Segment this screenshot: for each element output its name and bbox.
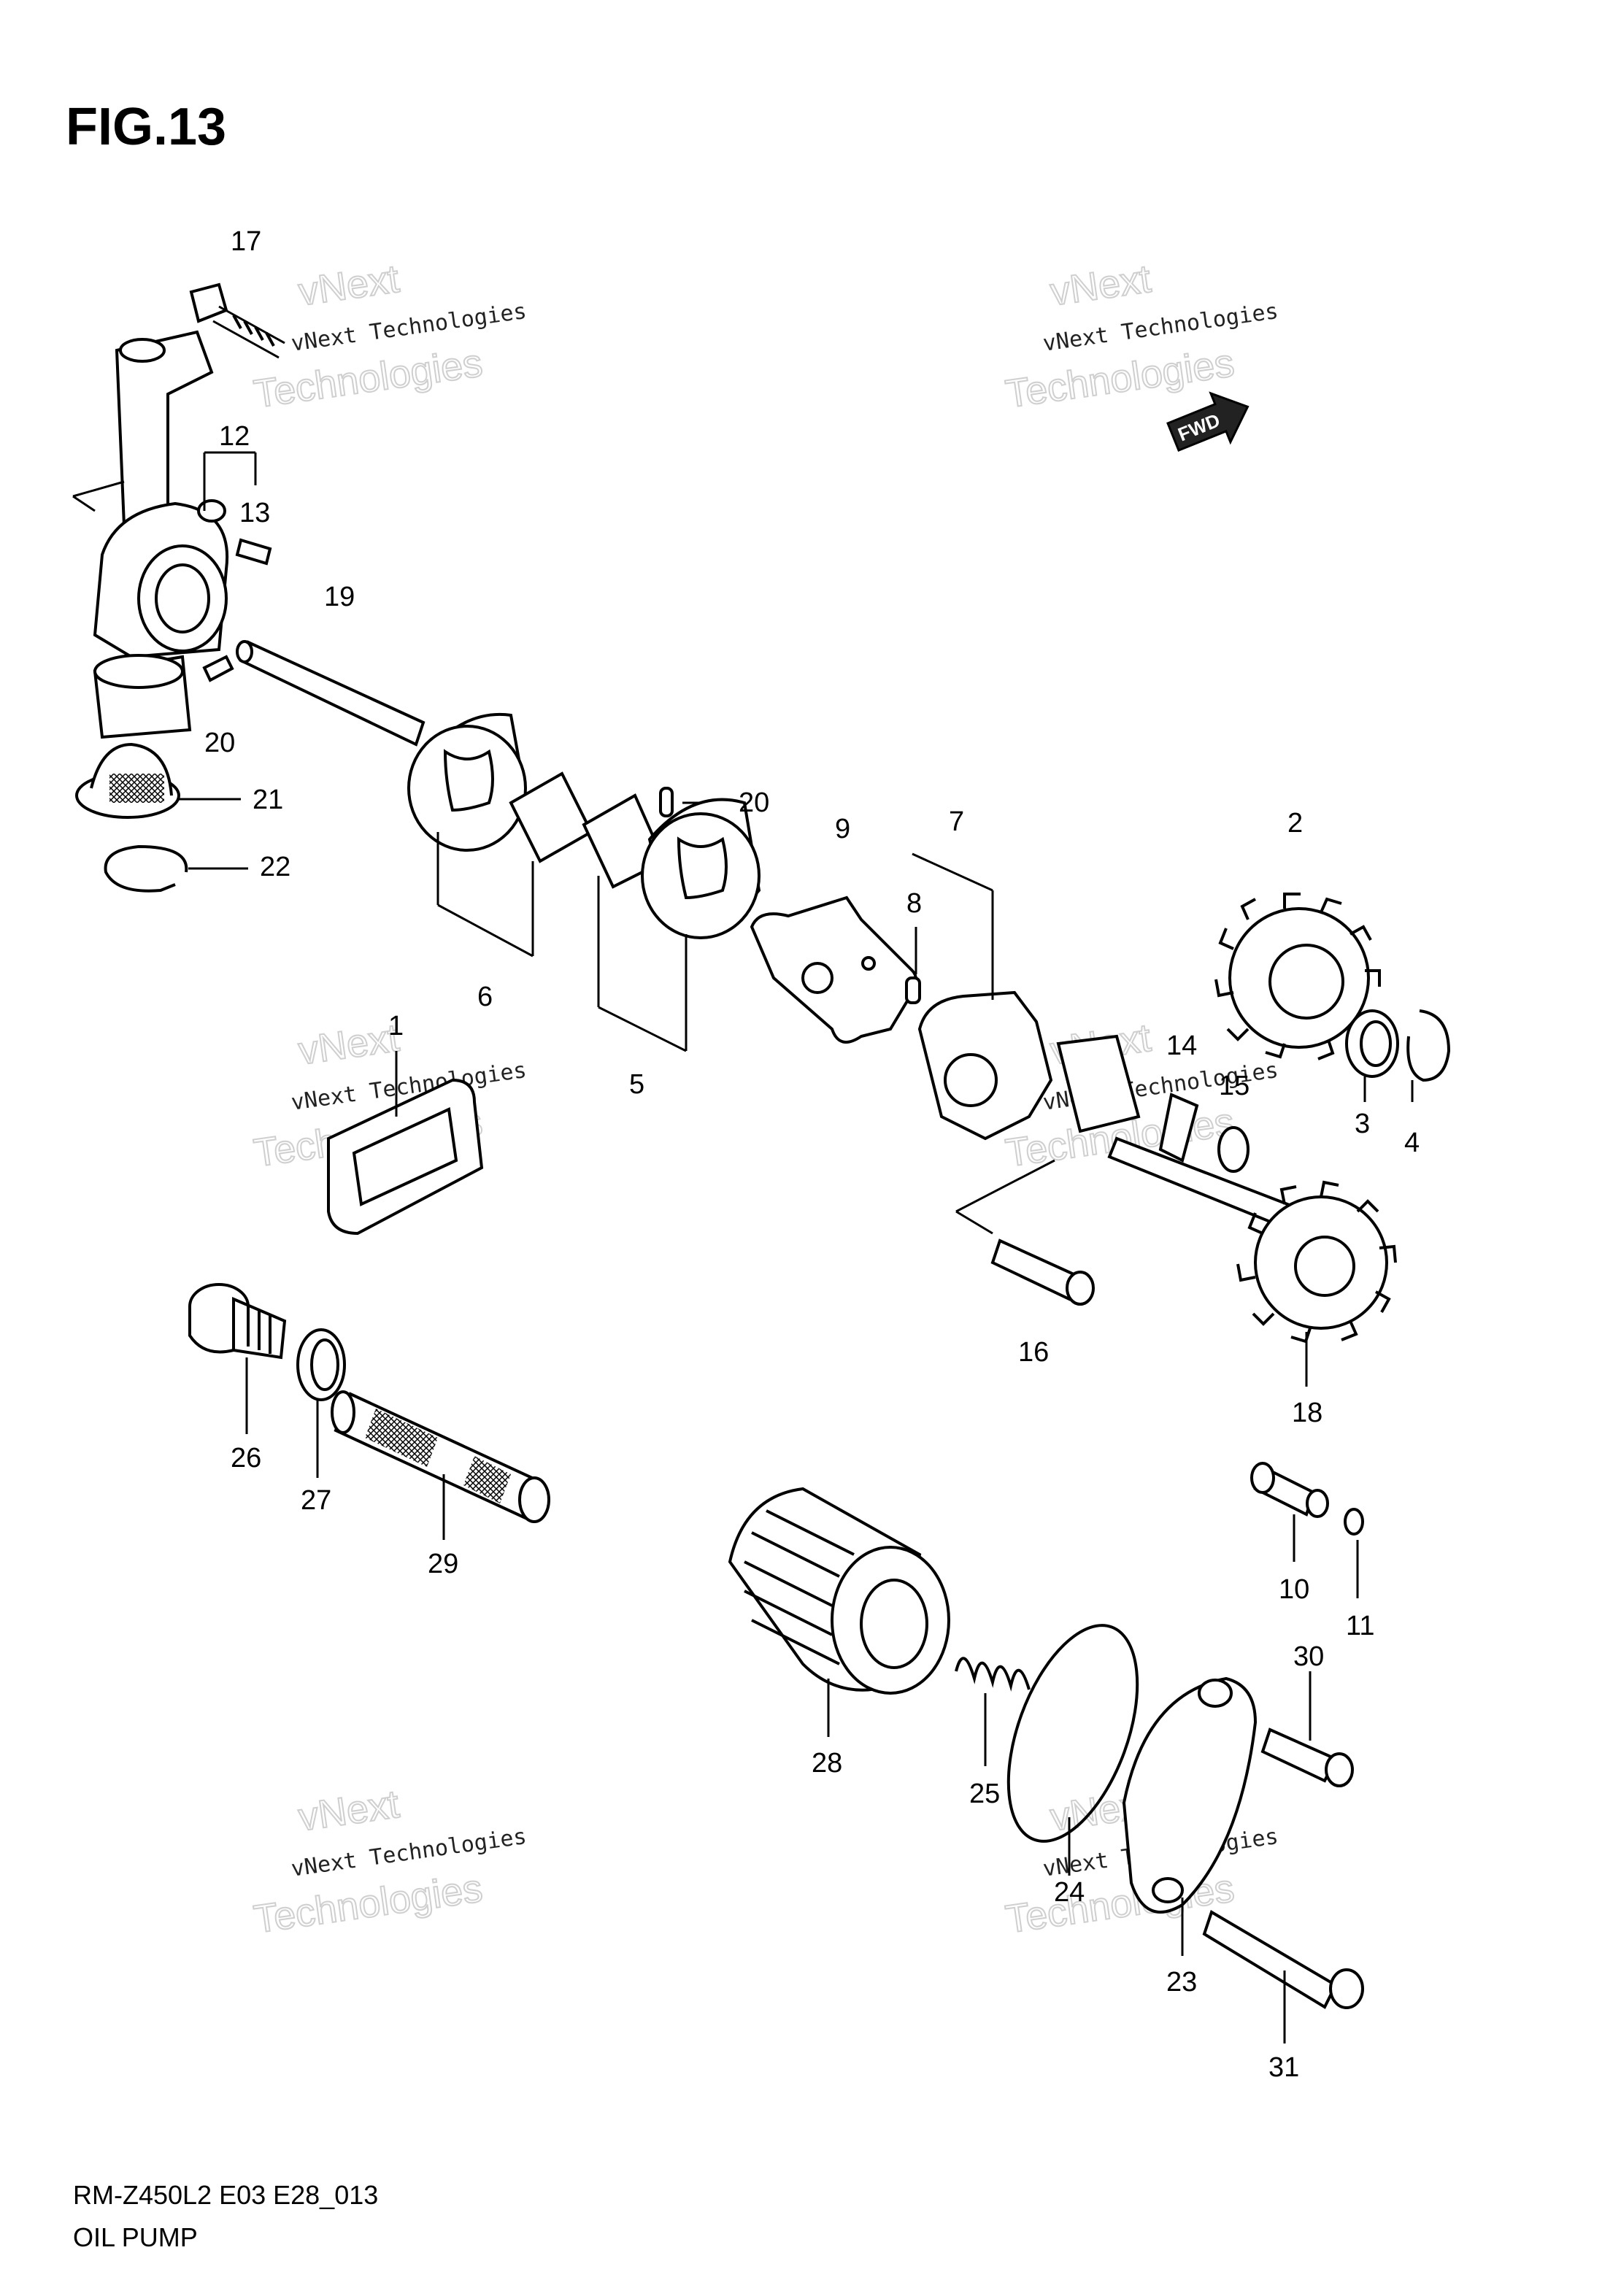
filter-cover-23 — [1122, 1676, 1258, 1956]
part-label[interactable]: 15 — [1219, 1071, 1250, 1101]
part-label[interactable]: 22 — [260, 852, 290, 882]
part-label[interactable]: 18 — [1292, 1398, 1322, 1428]
part-label[interactable]: 7 — [949, 806, 964, 837]
bolt-17 — [189, 282, 285, 359]
fwd-arrow-icon: FWD — [1166, 391, 1250, 452]
circlip-22 — [104, 844, 248, 893]
watermark: vNext vNext Technologies Technologies — [1002, 256, 1279, 417]
part-label[interactable]: 4 — [1404, 1128, 1420, 1158]
strainer-cap-21 — [75, 742, 241, 819]
svg-text:vNext: vNext — [296, 257, 401, 315]
part-label[interactable]: 9 — [835, 814, 850, 844]
part-label[interactable]: 14 — [1166, 1030, 1197, 1061]
part-label[interactable]: 10 — [1279, 1574, 1309, 1605]
part-label[interactable]: 25 — [969, 1779, 1000, 1809]
part-label[interactable]: 20 — [204, 728, 235, 758]
bolt-31 — [1202, 1910, 1364, 2043]
part-label[interactable]: 23 — [1166, 1967, 1197, 1998]
oil-strainer-housing — [72, 330, 229, 739]
pin-20-left — [202, 655, 234, 682]
drain-plug-26 — [188, 1283, 287, 1434]
o-ring-24 — [1006, 1624, 1139, 1876]
svg-text:Technologies: Technologies — [251, 1866, 485, 1941]
washer-27 — [296, 1328, 346, 1478]
part-label[interactable]: 21 — [253, 785, 283, 815]
part-label[interactable]: 29 — [428, 1549, 458, 1579]
svg-text:vNext: vNext — [296, 1782, 401, 1840]
bolt-30 — [1260, 1671, 1354, 1787]
part-label[interactable]: 13 — [239, 498, 270, 528]
part-label[interactable]: 6 — [477, 982, 493, 1012]
part-label[interactable]: 11 — [1346, 1611, 1374, 1641]
svg-text:vNext: vNext — [1047, 257, 1153, 315]
part-label[interactable]: 28 — [812, 1748, 842, 1779]
part-label[interactable]: 31 — [1268, 2052, 1299, 2083]
part-label[interactable]: 5 — [629, 1069, 644, 1100]
part-label[interactable]: 20 — [739, 787, 769, 818]
part-label[interactable]: 3 — [1355, 1109, 1370, 1139]
model-code: RM-Z450L2 E03 E28_013 — [73, 2180, 378, 2210]
part-label[interactable]: 24 — [1054, 1877, 1085, 1908]
filter-29 — [331, 1390, 550, 1540]
svg-text:Technologies: Technologies — [1003, 341, 1237, 416]
circlip-4 — [1406, 1009, 1451, 1102]
pump-body-7 — [912, 852, 1141, 1141]
part-label[interactable]: 27 — [301, 1485, 331, 1516]
part-label[interactable]: 16 — [1018, 1337, 1049, 1368]
part-label[interactable]: 17 — [231, 226, 261, 257]
bolt-16 — [955, 1159, 1095, 1306]
watermark: vNext vNext Technologies Technologies — [250, 256, 528, 417]
washer-3 — [1345, 1009, 1399, 1102]
pin-13 — [203, 451, 272, 566]
part-label[interactable]: 2 — [1287, 808, 1303, 839]
svg-text:vNext: vNext — [296, 1016, 401, 1074]
shaft-19 — [236, 640, 426, 747]
figure-title: FIG.13 — [66, 98, 226, 156]
part-label[interactable]: 30 — [1293, 1641, 1324, 1672]
pin-8 — [905, 927, 921, 1004]
gear-18 — [1236, 1180, 1397, 1387]
gear-2 — [1214, 893, 1381, 1060]
svg-text:Technologies: Technologies — [251, 341, 485, 416]
part-label[interactable]: 1 — [388, 1011, 404, 1041]
outer-rotor-6 — [407, 712, 666, 958]
part-label[interactable]: 19 — [324, 582, 355, 612]
pump-plate-9 — [750, 895, 917, 1044]
watermark: vNext vNext Technologies Technologies — [250, 1781, 528, 1942]
part-label[interactable]: 12 — [219, 421, 250, 452]
section-name: OIL PUMP — [73, 2222, 198, 2252]
outer-rotor-5 — [597, 798, 761, 1052]
part-label[interactable]: 8 — [906, 888, 922, 919]
bushing-14 — [1158, 1093, 1250, 1173]
fitting-10 — [1250, 1462, 1329, 1562]
gasket-1 — [327, 1051, 484, 1236]
o-ring-11 — [1344, 1508, 1364, 1598]
part-labels: 17 12 13 19 20 21 22 20 6 5 9 7 8 2 1 14… — [204, 226, 1420, 2083]
oil-filter-28 — [728, 1487, 950, 1737]
spring-25 — [955, 1657, 1031, 1766]
part-label[interactable]: 26 — [231, 1443, 261, 1473]
